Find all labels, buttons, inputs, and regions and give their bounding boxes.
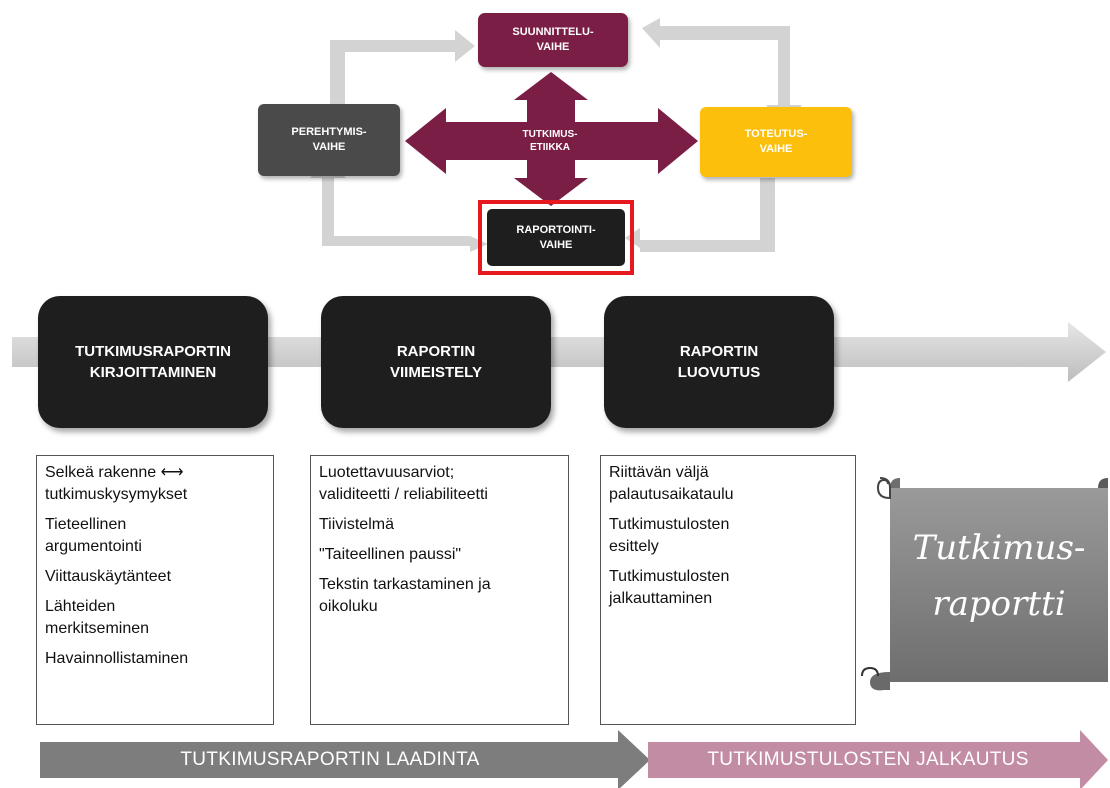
list-item-text: validiteetti / reliabiliteetti [319, 486, 488, 503]
perehtymis-vaihe-box: PEREHTYMIS- VAIHE [258, 104, 400, 176]
suunnittelu-vaihe-box: SUUNNITTELU- VAIHE [478, 13, 628, 67]
stage-viimeistely-line1: RAPORTIN [396, 343, 476, 360]
list-item: Tutkimustulosten jalkauttaminen [609, 566, 855, 610]
ethics-arrow-right [600, 108, 698, 174]
highlight-frame [478, 200, 634, 275]
list-item: Tekstin tarkastaminen ja oikoluku [319, 574, 568, 618]
scroll-title-line1: Tutkimus- [912, 528, 1086, 568]
list-item-text: Selkeä rakenne ⟷ [45, 464, 184, 481]
list-item-text: palautusaikataulu [609, 486, 734, 503]
ethics-arrow-left [405, 108, 500, 174]
list-item-text: Tieteellinen [45, 516, 127, 533]
perehtymis-line2: VAIHE [312, 141, 346, 153]
arrow-perehtymis-to-suunnittelu [330, 30, 475, 105]
list-item-text: Havainnollistaminen [45, 650, 189, 667]
toteutus-line1: TOTEUTUS- [744, 128, 808, 140]
suunnittelu-line2: VAIHE [536, 41, 570, 53]
list-item-text: Tekstin tarkastaminen ja [319, 576, 491, 593]
list-kirjoittaminen: Selkeä rakenne ⟷ tutkimuskysymykset Tiet… [36, 455, 274, 725]
etiikka-line1: TUTKIMUS- [522, 129, 578, 140]
list-item-text: "Taiteellinen paussi" [319, 546, 462, 563]
list-viimeistely: Luotettavuusarviot; validiteetti / relia… [310, 455, 569, 725]
stage-kirjoittaminen-line2: KIRJOITTAMINEN [89, 364, 217, 381]
suunnittelu-line1: SUUNNITTELU- [512, 26, 594, 38]
scroll-graphic [861, 477, 1108, 691]
banner-laadinta-label: TUTKIMUSRAPORTIN LAADINTA [180, 749, 480, 770]
list-item: Viittauskäytänteet [45, 566, 273, 588]
stage-luovutus-line2: LUOVUTUS [677, 364, 761, 381]
scroll-title-line2: raportti [932, 584, 1066, 624]
raportointi-line2: VAIHE [539, 238, 573, 251]
banner-jalkautus-arrow [648, 730, 1108, 788]
stage-luovutus: RAPORTIN LUOVUTUS [604, 296, 834, 428]
list-luovutus: Riittävän väljä palautusaikataulu Tutkim… [600, 455, 856, 725]
etiikka-line2: ETIIKKA [530, 142, 570, 153]
list-item-text: Lähteiden [45, 598, 116, 615]
list-item-text: Tutkimustulosten [609, 516, 730, 533]
stage-viimeistely: RAPORTIN VIIMEISTELY [321, 296, 551, 428]
list-item: "Taiteellinen paussi" [319, 544, 568, 566]
banner-jalkautus-label: TUTKIMUSTULOSTEN JALKAUTUS [707, 749, 1029, 770]
ethics-arrow-up [514, 72, 588, 130]
stage-kirjoittaminen: TUTKIMUSRAPORTIN KIRJOITTAMINEN [38, 296, 268, 428]
toteutus-vaihe-box: TOTEUTUS- VAIHE [700, 107, 852, 177]
list-item-text: esittely [609, 538, 659, 555]
list-item-text: merkitseminen [45, 620, 150, 637]
list-item: Selkeä rakenne ⟷ tutkimuskysymykset [45, 462, 273, 506]
list-item: Havainnollistaminen [45, 648, 273, 670]
stage-kirjoittaminen-line1: TUTKIMUSRAPORTIN [75, 343, 231, 360]
list-item: Riittävän väljä palautusaikataulu [609, 462, 855, 506]
arrow-toteutus-to-raportointi [625, 178, 775, 252]
tutkimusetiikka-label: TUTKIMUS- ETIIKKA [500, 122, 600, 160]
list-item-text: tutkimuskysymykset [45, 486, 188, 503]
ethics-arrow-down [514, 160, 588, 206]
list-item-text: Riittävän väljä [609, 464, 709, 481]
scroll-title: Tutkimus- raportti [888, 520, 1110, 632]
list-item: Tieteellinen argumentointi [45, 514, 273, 558]
list-item: Tutkimustulosten esittely [609, 514, 855, 558]
list-item-text: Luotettavuusarviot; [319, 464, 455, 481]
raportointi-vaihe-box: RAPORTOINTI- VAIHE [487, 209, 625, 266]
list-item-text: Tiivistelmä [319, 516, 394, 533]
list-item: Tiivistelmä [319, 514, 568, 536]
toteutus-line2: VAIHE [759, 143, 793, 155]
list-item-text: Tutkimustulosten [609, 568, 730, 585]
stage-luovutus-line1: RAPORTIN [679, 343, 759, 360]
list-item-text: jalkauttaminen [609, 590, 713, 607]
list-item: Lähteiden merkitseminen [45, 596, 273, 640]
raportointi-line1: RAPORTOINTI- [516, 223, 596, 236]
list-item-text: argumentointi [45, 538, 142, 555]
perehtymis-line1: PEREHTYMIS- [291, 126, 367, 138]
list-item-text: Viittauskäytänteet [45, 568, 172, 585]
list-item: Luotettavuusarviot; validiteetti / relia… [319, 462, 568, 506]
list-item-text: oikoluku [319, 598, 378, 615]
stage-viimeistely-line2: VIIMEISTELY [390, 364, 482, 381]
ethics-cross [405, 72, 698, 206]
banner-laadinta-arrow [40, 730, 650, 788]
